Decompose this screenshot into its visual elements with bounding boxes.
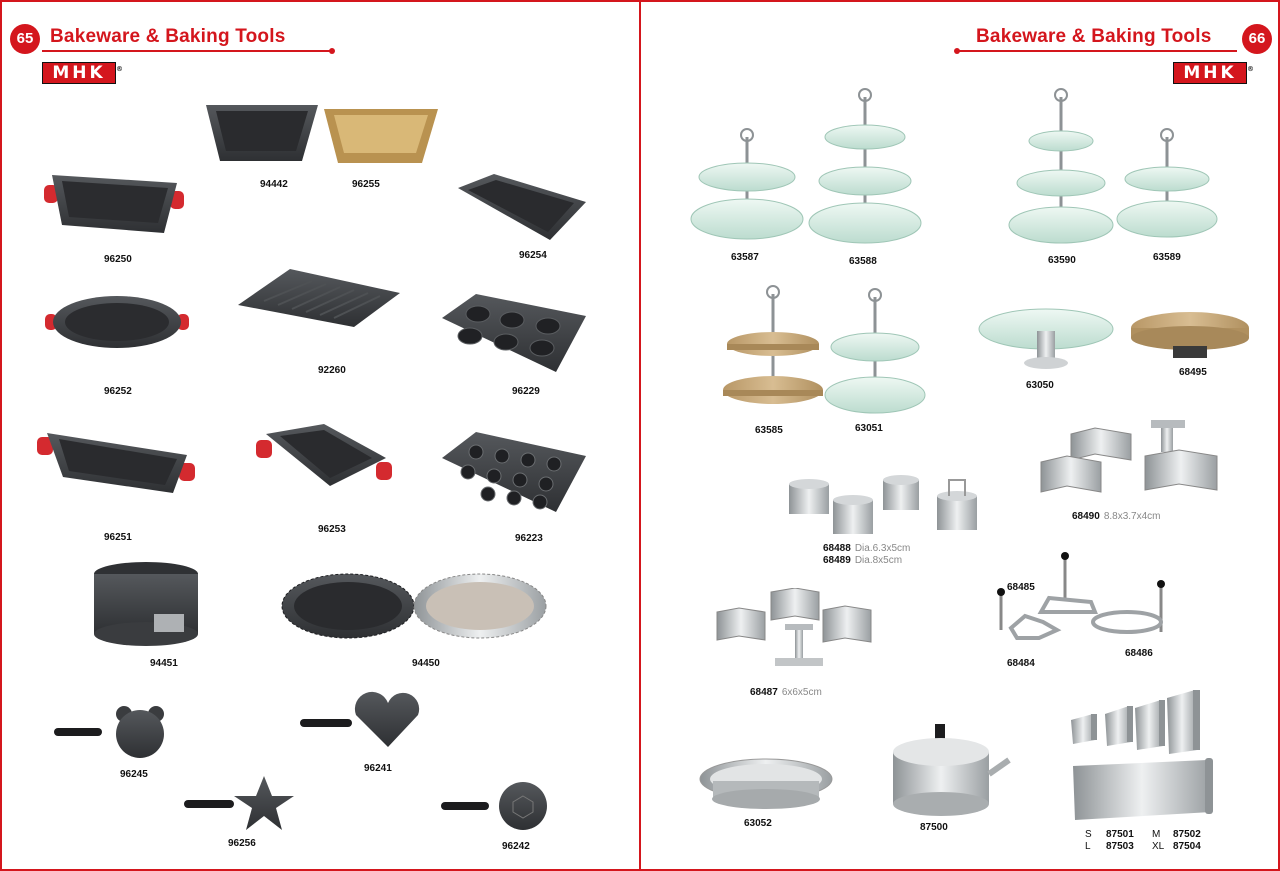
product-code: 96250 <box>104 254 132 265</box>
product-code: 96242 <box>502 841 530 852</box>
product-code: 63587 <box>731 252 759 263</box>
catalog-page-left: 65 Bakeware & Baking Tools MHK® 94442 96… <box>0 0 641 871</box>
product-code: 63052 <box>744 818 772 829</box>
product-code: 96245 <box>120 769 148 780</box>
heart-fry-pan-image <box>300 691 420 747</box>
glass-cake-stand-image <box>978 308 1114 369</box>
product-code: 96256 <box>228 838 256 849</box>
page-title: Bakeware & Baking Tools <box>976 26 1212 47</box>
product-code: 63589 <box>1153 252 1181 263</box>
page-number: 65 <box>10 24 40 54</box>
gold-loaf-pan-image <box>324 109 438 163</box>
title-underline <box>42 48 335 54</box>
flower-fry-pan-image <box>441 782 547 830</box>
egg-rings-image <box>997 552 1165 640</box>
product-code: 96229 <box>512 386 540 397</box>
cake-turntable-image <box>699 758 833 809</box>
product-code: 87504 <box>1173 841 1201 852</box>
product-code: 96252 <box>104 386 132 397</box>
product-code: 87502 <box>1173 829 1201 840</box>
shaped-cake-pan-image <box>442 432 586 512</box>
page-title: Bakeware & Baking Tools <box>50 26 286 47</box>
brand-logo: MHK® <box>1173 62 1254 84</box>
springform-pan-image <box>94 562 198 646</box>
adjustable-cake-ring-image <box>893 724 1011 816</box>
two-tier-glass-stand-image <box>824 288 926 414</box>
product-size: Dia.6.3x5cm <box>854 543 911 554</box>
scraper-size-label: S <box>1085 829 1092 840</box>
product-code: 94442 <box>260 179 288 190</box>
square-mousse-rings-image <box>716 588 872 666</box>
product-code: 92260 <box>318 365 346 376</box>
baking-sheet-image <box>458 174 586 240</box>
product-code: 63590 <box>1048 255 1076 266</box>
product-code: 68484 <box>1007 658 1035 669</box>
product-code: 63051 <box>855 423 883 434</box>
product-code: 63050 <box>1026 380 1054 391</box>
tart-pan-silver-image <box>413 573 547 639</box>
scraper-set-image <box>1071 690 1213 820</box>
product-code: 96254 <box>519 250 547 261</box>
product-code: 96223 <box>515 533 543 544</box>
product-code: 94451 <box>150 658 178 669</box>
product-code: 68485 <box>1007 582 1035 593</box>
wood-two-tier-stand-image <box>723 285 823 404</box>
product-size: 6x6x5cm <box>781 687 822 698</box>
round-mousse-rings-image <box>789 475 977 534</box>
product-code: 87503 <box>1106 841 1134 852</box>
loaf-pan-image <box>206 105 318 161</box>
deep-rectangular-pan-image <box>37 433 195 493</box>
round-pan-image <box>45 296 189 348</box>
product-code: 68486 <box>1125 648 1153 659</box>
ridged-tray-image <box>238 269 400 327</box>
brand-logo: MHK® <box>42 62 123 84</box>
wooden-cake-stand-image <box>1131 312 1249 358</box>
product-code: 96255 <box>352 179 380 190</box>
product-size: Dia.8x5cm <box>854 555 903 566</box>
rectangle-mousse-rings-image <box>1040 420 1218 493</box>
product-code: 87500 <box>920 822 948 833</box>
bear-fry-pan-image <box>54 706 164 758</box>
two-tier-glass-stand-image <box>1116 128 1218 238</box>
square-pan-image <box>256 424 392 486</box>
scraper-size-label: XL <box>1152 841 1165 852</box>
product-code: 94450 <box>412 658 440 669</box>
product-code: 96251 <box>104 532 132 543</box>
product-code: 96253 <box>318 524 346 535</box>
scraper-size-label: M <box>1152 829 1161 840</box>
product-code: 96241 <box>364 763 392 774</box>
catalog-page-right: 66 Bakeware & Baking Tools MHK® 63587 63… <box>639 0 1280 871</box>
muffin-pan-image <box>442 294 586 372</box>
two-tier-glass-stand-image <box>690 128 804 240</box>
title-underline <box>954 48 1237 54</box>
tart-pan-dark-image <box>281 573 415 639</box>
rectangular-pan-image <box>44 175 184 233</box>
product-size: 8.8x3.7x4cm <box>1103 511 1161 522</box>
scraper-size-label: L <box>1085 841 1091 852</box>
product-code: 63588 <box>849 256 877 267</box>
star-fry-pan-image <box>184 776 294 830</box>
page-number: 66 <box>1242 24 1272 54</box>
three-tier-glass-stand-image <box>1008 88 1114 244</box>
three-tier-glass-stand-image <box>808 88 922 244</box>
product-code: 63585 <box>755 425 783 436</box>
product-code: 87501 <box>1106 829 1134 840</box>
product-code: 68495 <box>1179 367 1207 378</box>
